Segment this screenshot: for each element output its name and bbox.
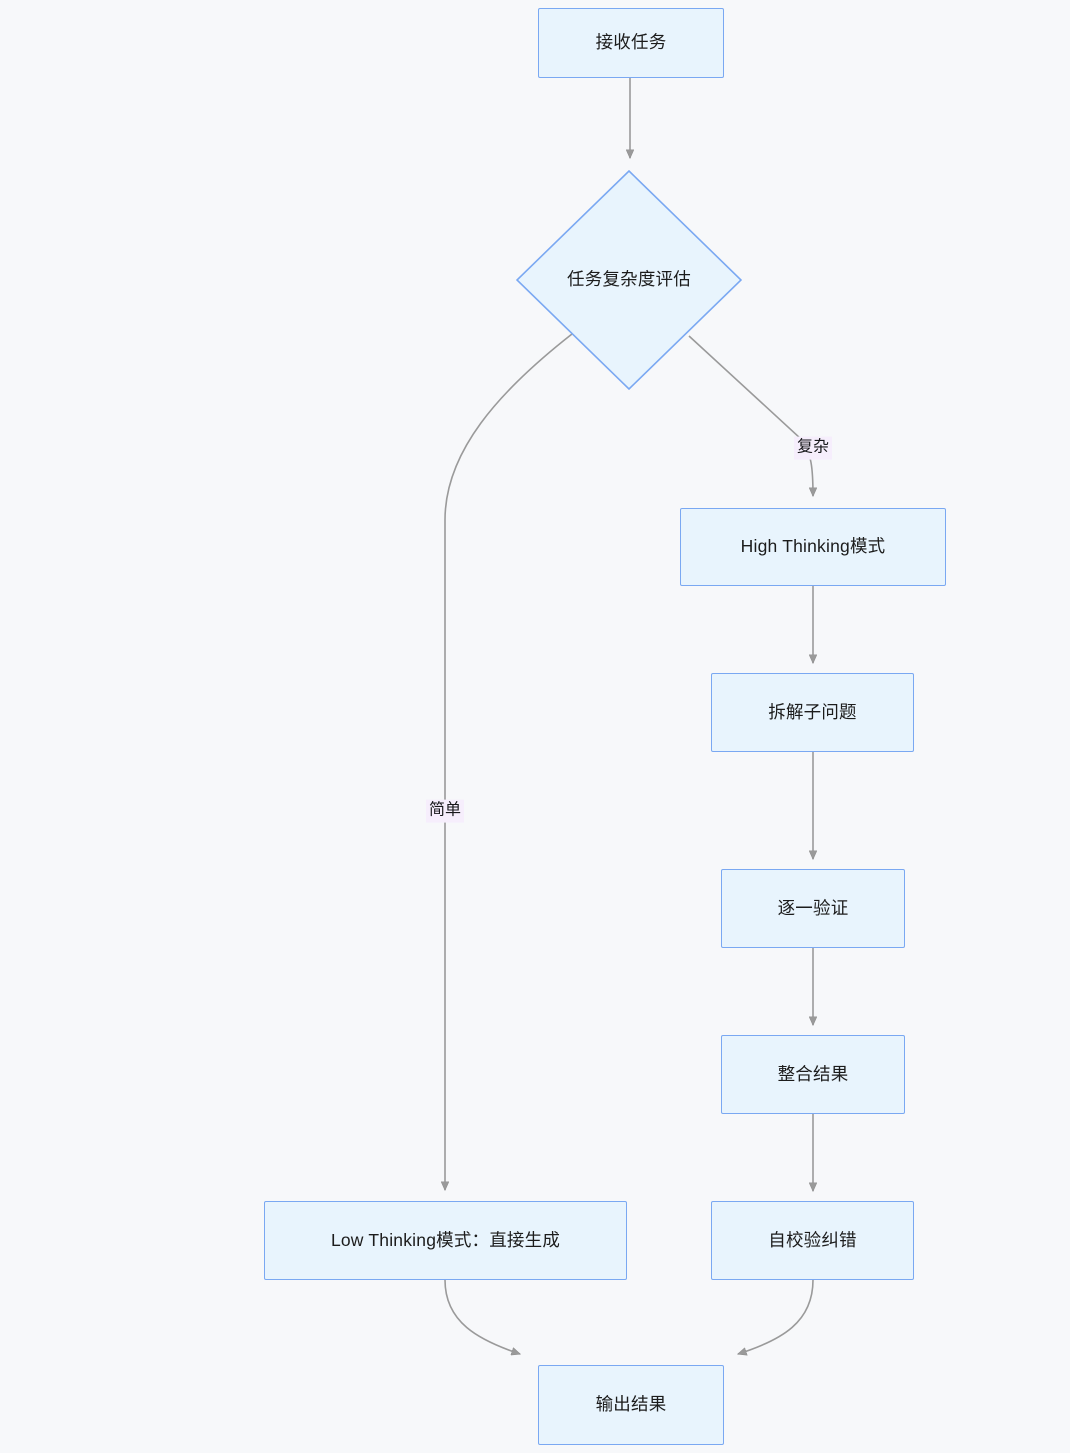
node-verify[interactable]: 逐一验证 — [721, 869, 905, 948]
node-label-decompose: 拆解子问题 — [768, 701, 857, 722]
node-label-assess: 任务复杂度评估 — [567, 269, 691, 290]
node-receive[interactable]: 接收任务 — [538, 8, 724, 78]
node-label-high: High Thinking模式 — [740, 536, 886, 557]
edge-label-e3: 复杂 — [793, 436, 833, 460]
diamond-shape-icon — [516, 170, 742, 390]
node-label-receive: 接收任务 — [595, 32, 667, 53]
node-selfcheck[interactable]: 自校验纠错 — [711, 1201, 914, 1280]
edge-assess-to-low — [445, 333, 573, 1190]
edge-low-to-output — [444, 1279, 520, 1354]
node-label-low: Low Thinking模式：直接生成 — [330, 1229, 561, 1250]
node-text-wrap: 任务复杂度评估 — [516, 170, 742, 390]
node-integrate[interactable]: 整合结果 — [721, 1035, 905, 1114]
edge-selfcheck-to-output — [738, 1279, 814, 1354]
node-label-verify: 逐一验证 — [777, 897, 849, 918]
node-decompose[interactable]: 拆解子问题 — [711, 673, 914, 752]
node-label-output: 输出结果 — [595, 1394, 667, 1415]
node-low[interactable]: Low Thinking模式：直接生成 — [264, 1201, 627, 1280]
node-high[interactable]: High Thinking模式 — [680, 508, 946, 586]
node-assess[interactable]: 任务复杂度评估 — [516, 170, 742, 390]
node-label-integrate: 整合结果 — [777, 1063, 849, 1084]
edge-label-e2: 简单 — [425, 799, 465, 823]
node-label-selfcheck: 自校验纠错 — [768, 1229, 857, 1250]
node-output[interactable]: 输出结果 — [538, 1365, 724, 1445]
